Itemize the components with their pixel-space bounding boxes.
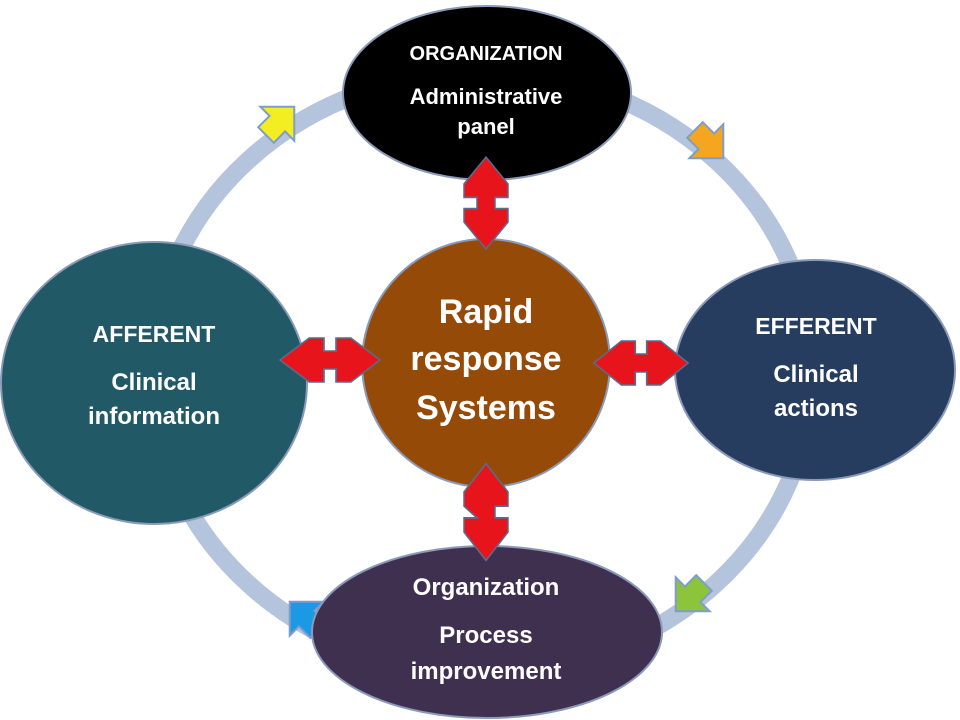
connector-arrow-right [592,340,690,386]
cycle-arrow-bottom-right [674,573,714,613]
node-right-line2: actions [774,395,858,422]
cycle-arrow-top-left [256,105,296,145]
node-right-line1: Clinical [773,361,858,388]
node-center-line1: Rapid [439,293,533,331]
connector-arrow-top [463,155,509,251]
cycle-arrow-top-right [685,120,725,160]
node-center-line2: response [410,340,561,378]
node-bottom-line1: Process [439,622,532,649]
node-left-line1: Clinical [111,369,196,396]
node-left-title: AFFERENT [93,321,216,347]
node-top-line1: Administrative [410,84,563,109]
connector-arrow-left [278,337,382,383]
node-left-ellipse [0,241,308,525]
node-top-title: ORGANIZATION [410,43,563,65]
node-center-line3: Systems [416,389,556,427]
node-right-title: EFFERENT [755,313,876,339]
node-top-line2: panel [457,114,514,139]
node-left-line2: information [88,403,220,430]
node-bottom-line2: improvement [411,658,562,685]
connector-arrow-bottom [463,462,509,562]
node-bottom-title: Organization [413,574,560,601]
